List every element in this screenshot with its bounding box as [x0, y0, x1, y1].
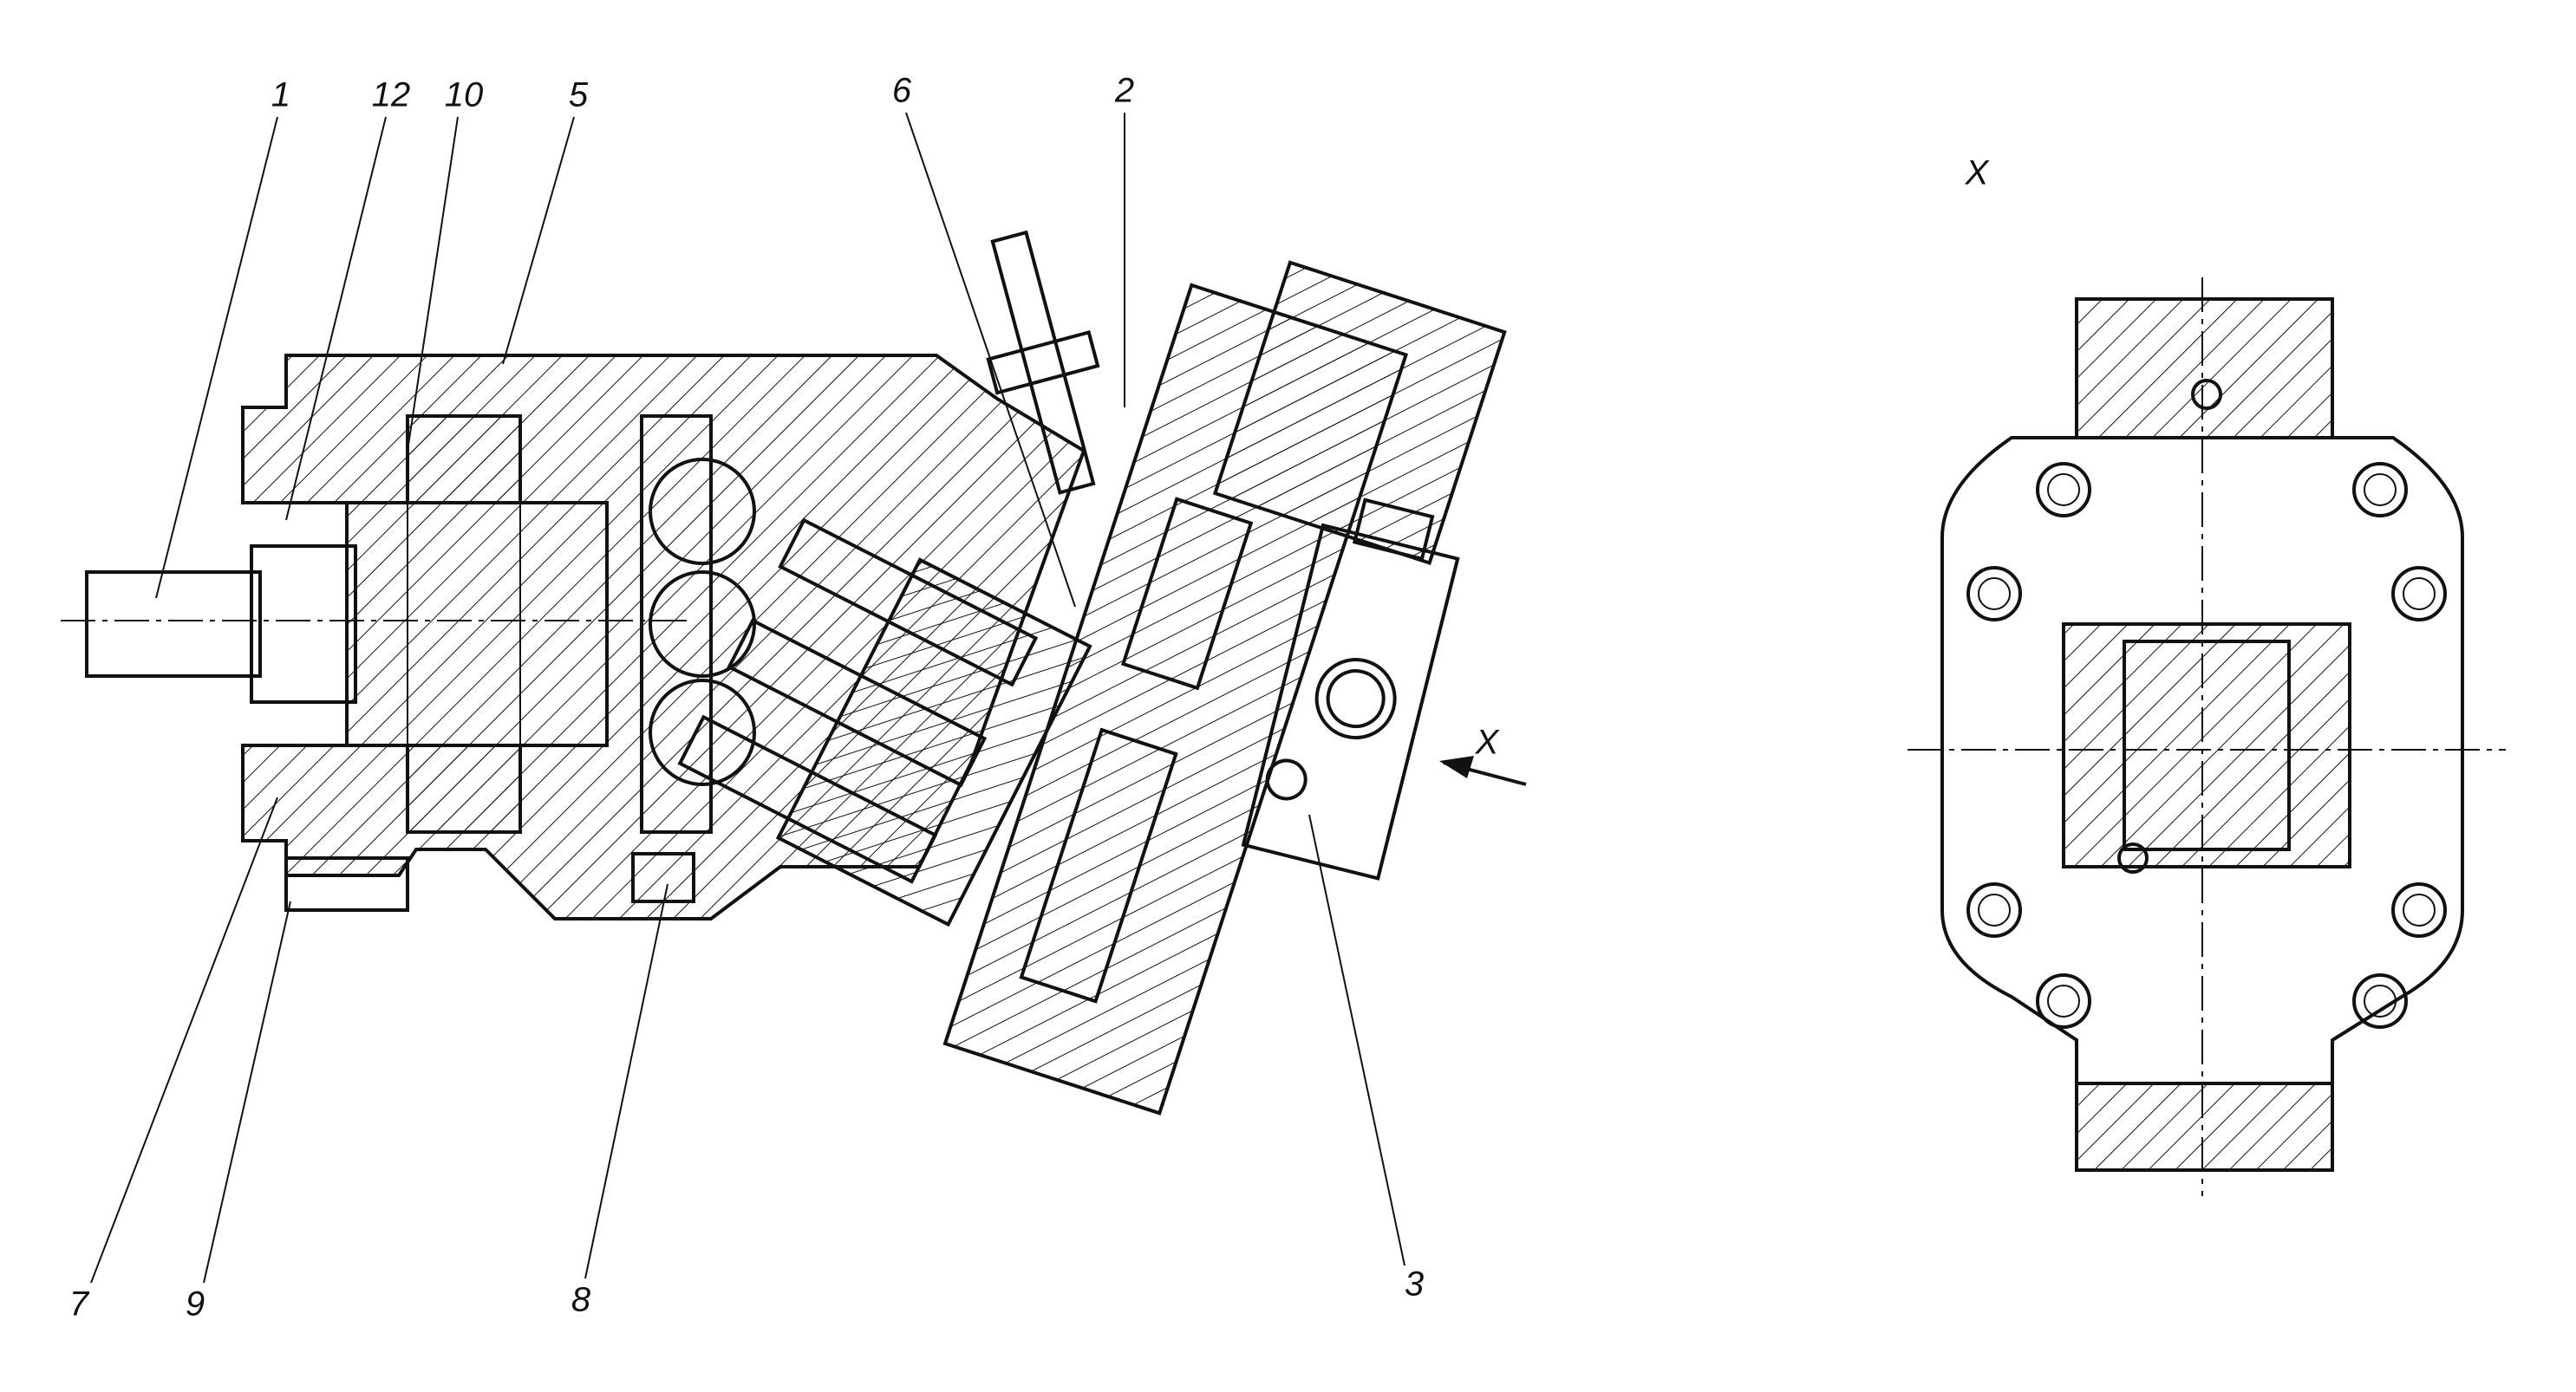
callout-6: 6: [891, 71, 912, 110]
callout-3: 3: [1404, 1265, 1425, 1304]
section-view: [61, 230, 1527, 1116]
bolt: [990, 230, 1096, 495]
callout-5: 5: [568, 75, 589, 114]
callout-12: 12: [371, 75, 411, 114]
bearing-front: [406, 414, 522, 504]
screw: [284, 856, 409, 912]
drive-flange: [640, 414, 713, 834]
cylinder-block: [775, 557, 1092, 927]
callout-8: 8: [571, 1280, 591, 1319]
callout-10: 10: [444, 75, 484, 114]
port-block: [1241, 523, 1460, 881]
bearing-rear: [406, 744, 522, 834]
callout-1: 1: [271, 75, 291, 114]
view-title: X: [1965, 153, 1989, 192]
callout-7: 7: [68, 1285, 89, 1324]
output-shaft: [85, 570, 262, 678]
end-view-x: [1908, 277, 2506, 1196]
callout-9: 9: [185, 1285, 205, 1324]
callout-2: 2: [1114, 71, 1135, 110]
view-arrow-label: X: [1475, 723, 1499, 762]
bolt-holes: [1966, 379, 2447, 1029]
leader-lines: [90, 112, 1405, 1284]
